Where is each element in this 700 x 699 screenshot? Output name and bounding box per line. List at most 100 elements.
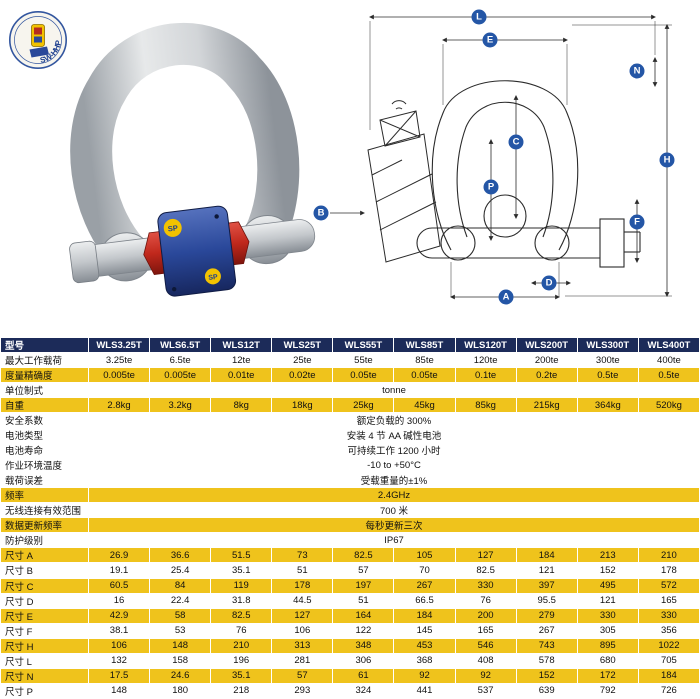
- value-cell: 105: [393, 547, 456, 564]
- column-header-label: 型号: [0, 336, 89, 354]
- table-row: 电池寿命可持续工作 1200 小时: [0, 442, 700, 459]
- value-cell: 0.5te: [576, 367, 639, 384]
- value-cell: 324: [332, 682, 395, 699]
- brand-roundel: [163, 218, 182, 237]
- value-cell: 121: [515, 562, 578, 579]
- table-row: 载荷误差受载重量的±1%: [0, 472, 700, 489]
- value-cell: 680: [576, 652, 639, 669]
- row-label-cell: 无线连接有效范围: [0, 502, 89, 519]
- value-cell: 0.02te: [271, 367, 334, 384]
- dim-label-F: F: [629, 214, 645, 230]
- value-cell: 119: [210, 577, 273, 594]
- value-cell: 293: [271, 682, 334, 699]
- value-cell: 364kg: [576, 397, 639, 414]
- value-cell: 213: [576, 547, 639, 564]
- value-cell: 66.5: [393, 592, 456, 609]
- value-cell: 572: [637, 577, 700, 594]
- model-header-cell: WLS6.5T: [149, 336, 212, 354]
- merged-value-cell: 700 米: [88, 502, 700, 519]
- wireless-signal-icon: [391, 100, 407, 105]
- merged-value-cell: 额定负载的 300%: [88, 412, 700, 429]
- value-cell: 76: [210, 622, 273, 639]
- value-cell: 279: [515, 607, 578, 624]
- value-cell: 58: [149, 607, 212, 624]
- row-label-cell: 电池类型: [0, 427, 89, 444]
- row-label-cell: 尺寸 E: [0, 607, 89, 624]
- value-cell: 164: [332, 607, 395, 624]
- merged-value-cell: IP67: [88, 532, 700, 549]
- value-cell: 165: [637, 592, 700, 609]
- row-label-cell: 尺寸 A: [0, 547, 89, 564]
- row-label-cell: 尺寸 L: [0, 652, 89, 669]
- value-cell: 17.5: [87, 667, 151, 684]
- model-header-cell: WLS200T: [515, 336, 578, 354]
- value-cell: 400te: [637, 352, 700, 369]
- value-cell: 184: [637, 667, 700, 684]
- value-cell: 53: [149, 622, 212, 639]
- row-label-cell: 电池寿命: [0, 442, 89, 459]
- row-label-cell: 载荷误差: [0, 472, 89, 489]
- value-cell: 73: [271, 547, 334, 564]
- model-header-cell: WLS12T: [210, 336, 273, 354]
- value-cell: 306: [332, 652, 395, 669]
- value-cell: 148: [87, 682, 151, 699]
- value-cell: 127: [271, 607, 334, 624]
- seal-graphic: SW-HHP: [8, 10, 68, 70]
- value-cell: 0.5te: [637, 367, 700, 384]
- certification-seal: SW-HHP: [8, 10, 68, 70]
- value-cell: 197: [332, 577, 395, 594]
- value-cell: 120te: [454, 352, 517, 369]
- value-cell: 19.1: [87, 562, 151, 579]
- value-cell: 210: [637, 547, 700, 564]
- row-label-cell: 最大工作载荷: [0, 352, 89, 369]
- value-cell: 12te: [210, 352, 273, 369]
- value-cell: 178: [271, 577, 334, 594]
- value-cell: 348: [332, 637, 395, 654]
- dim-label-H: H: [659, 152, 675, 168]
- dim-label-N: N: [629, 63, 645, 79]
- value-cell: 792: [576, 682, 639, 699]
- value-cell: 281: [271, 652, 334, 669]
- value-cell: 24.6: [149, 667, 212, 684]
- model-header-cell: WLS3.25T: [87, 336, 151, 354]
- value-cell: 330: [454, 577, 517, 594]
- value-cell: 60.5: [87, 577, 151, 594]
- value-cell: 172: [576, 667, 639, 684]
- model-header-cell: WLS85T: [393, 336, 456, 354]
- value-cell: 180: [149, 682, 212, 699]
- value-cell: 95.5: [515, 592, 578, 609]
- row-label-cell: 尺寸 C: [0, 577, 89, 594]
- value-cell: 0.005te: [87, 367, 151, 384]
- shackle-drawing-graphic: [330, 14, 672, 300]
- value-cell: 76: [454, 592, 517, 609]
- load-cell-housing-outline: [367, 100, 441, 263]
- table-row: 数据更新频率每秒更新三次: [0, 517, 700, 534]
- value-cell: 145: [393, 622, 456, 639]
- shackle-photo-graphic: SP SP: [69, 22, 316, 297]
- row-label-cell: 尺寸 D: [0, 592, 89, 609]
- value-cell: 158: [149, 652, 212, 669]
- value-cell: 726: [637, 682, 700, 699]
- value-cell: 184: [393, 607, 456, 624]
- dim-label-B: B: [313, 205, 329, 221]
- value-cell: 82.5: [210, 607, 273, 624]
- table-row: 安全系数额定负载的 300%: [0, 412, 700, 429]
- brand-logo-text: SP: [167, 223, 178, 233]
- value-cell: 196: [210, 652, 273, 669]
- value-cell: 0.05te: [332, 367, 395, 384]
- value-cell: 152: [576, 562, 639, 579]
- value-cell: 85kg: [454, 397, 517, 414]
- handheld-device-icon: [29, 24, 49, 58]
- value-cell: 132: [87, 652, 151, 669]
- value-cell: 165: [454, 622, 517, 639]
- value-cell: 3.25te: [87, 352, 151, 369]
